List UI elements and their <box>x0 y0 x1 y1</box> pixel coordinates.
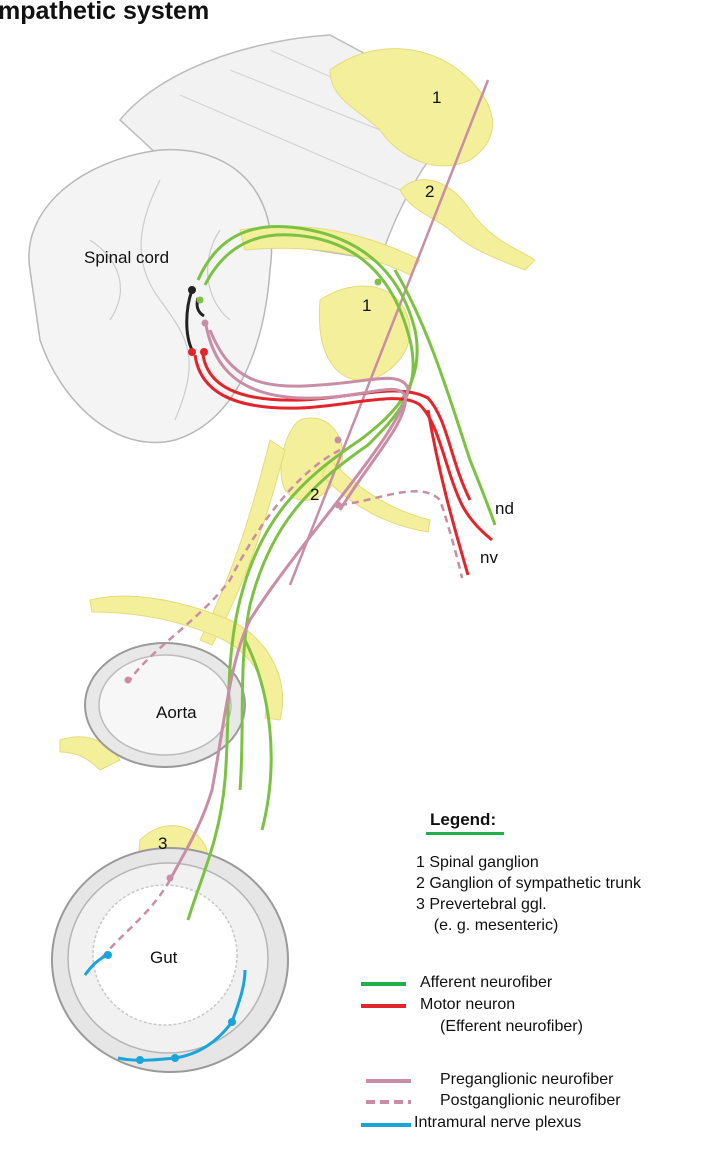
legend-postganglionic: Postganglionic neurofiber <box>440 1092 621 1110</box>
legend-ganglion-1: 1 Spinal ganglion <box>416 854 539 872</box>
aorta-label: Aorta <box>156 703 197 723</box>
legend-motor: Motor neuron <box>420 996 515 1014</box>
ganglion-number-3: 3 <box>158 834 167 854</box>
legend-afferent: Afferent neurofiber <box>420 974 552 992</box>
legend-ganglion-3: 3 Prevertebral ggl. <box>416 896 547 914</box>
legend-title: Legend: <box>430 810 496 830</box>
nv-label: nv <box>480 548 498 568</box>
gut-label: Gut <box>150 948 177 968</box>
ganglion-number-1-mid: 1 <box>362 296 371 316</box>
legend-swatches <box>361 984 411 1125</box>
legend-underline <box>426 832 504 835</box>
diagram-title: mpathetic system <box>0 0 209 26</box>
legend-motor-sub: (Efferent neurofiber) <box>440 1018 583 1036</box>
legend-ganglion-3-example: (e. g. mesenteric) <box>416 917 558 935</box>
nd-label: nd <box>495 499 514 519</box>
ganglion-number-1-top: 1 <box>432 88 441 108</box>
legend-preganglionic: Preganglionic neurofiber <box>440 1071 613 1089</box>
legend-intramural: Intramural nerve plexus <box>414 1114 581 1132</box>
legend-ganglion-2: 2 Ganglion of sympathetic trunk <box>416 875 641 893</box>
spinal-cord-label: Spinal cord <box>84 248 169 268</box>
ganglion-number-2-top: 2 <box>425 182 434 202</box>
ganglion-number-2-mid: 2 <box>310 485 319 505</box>
